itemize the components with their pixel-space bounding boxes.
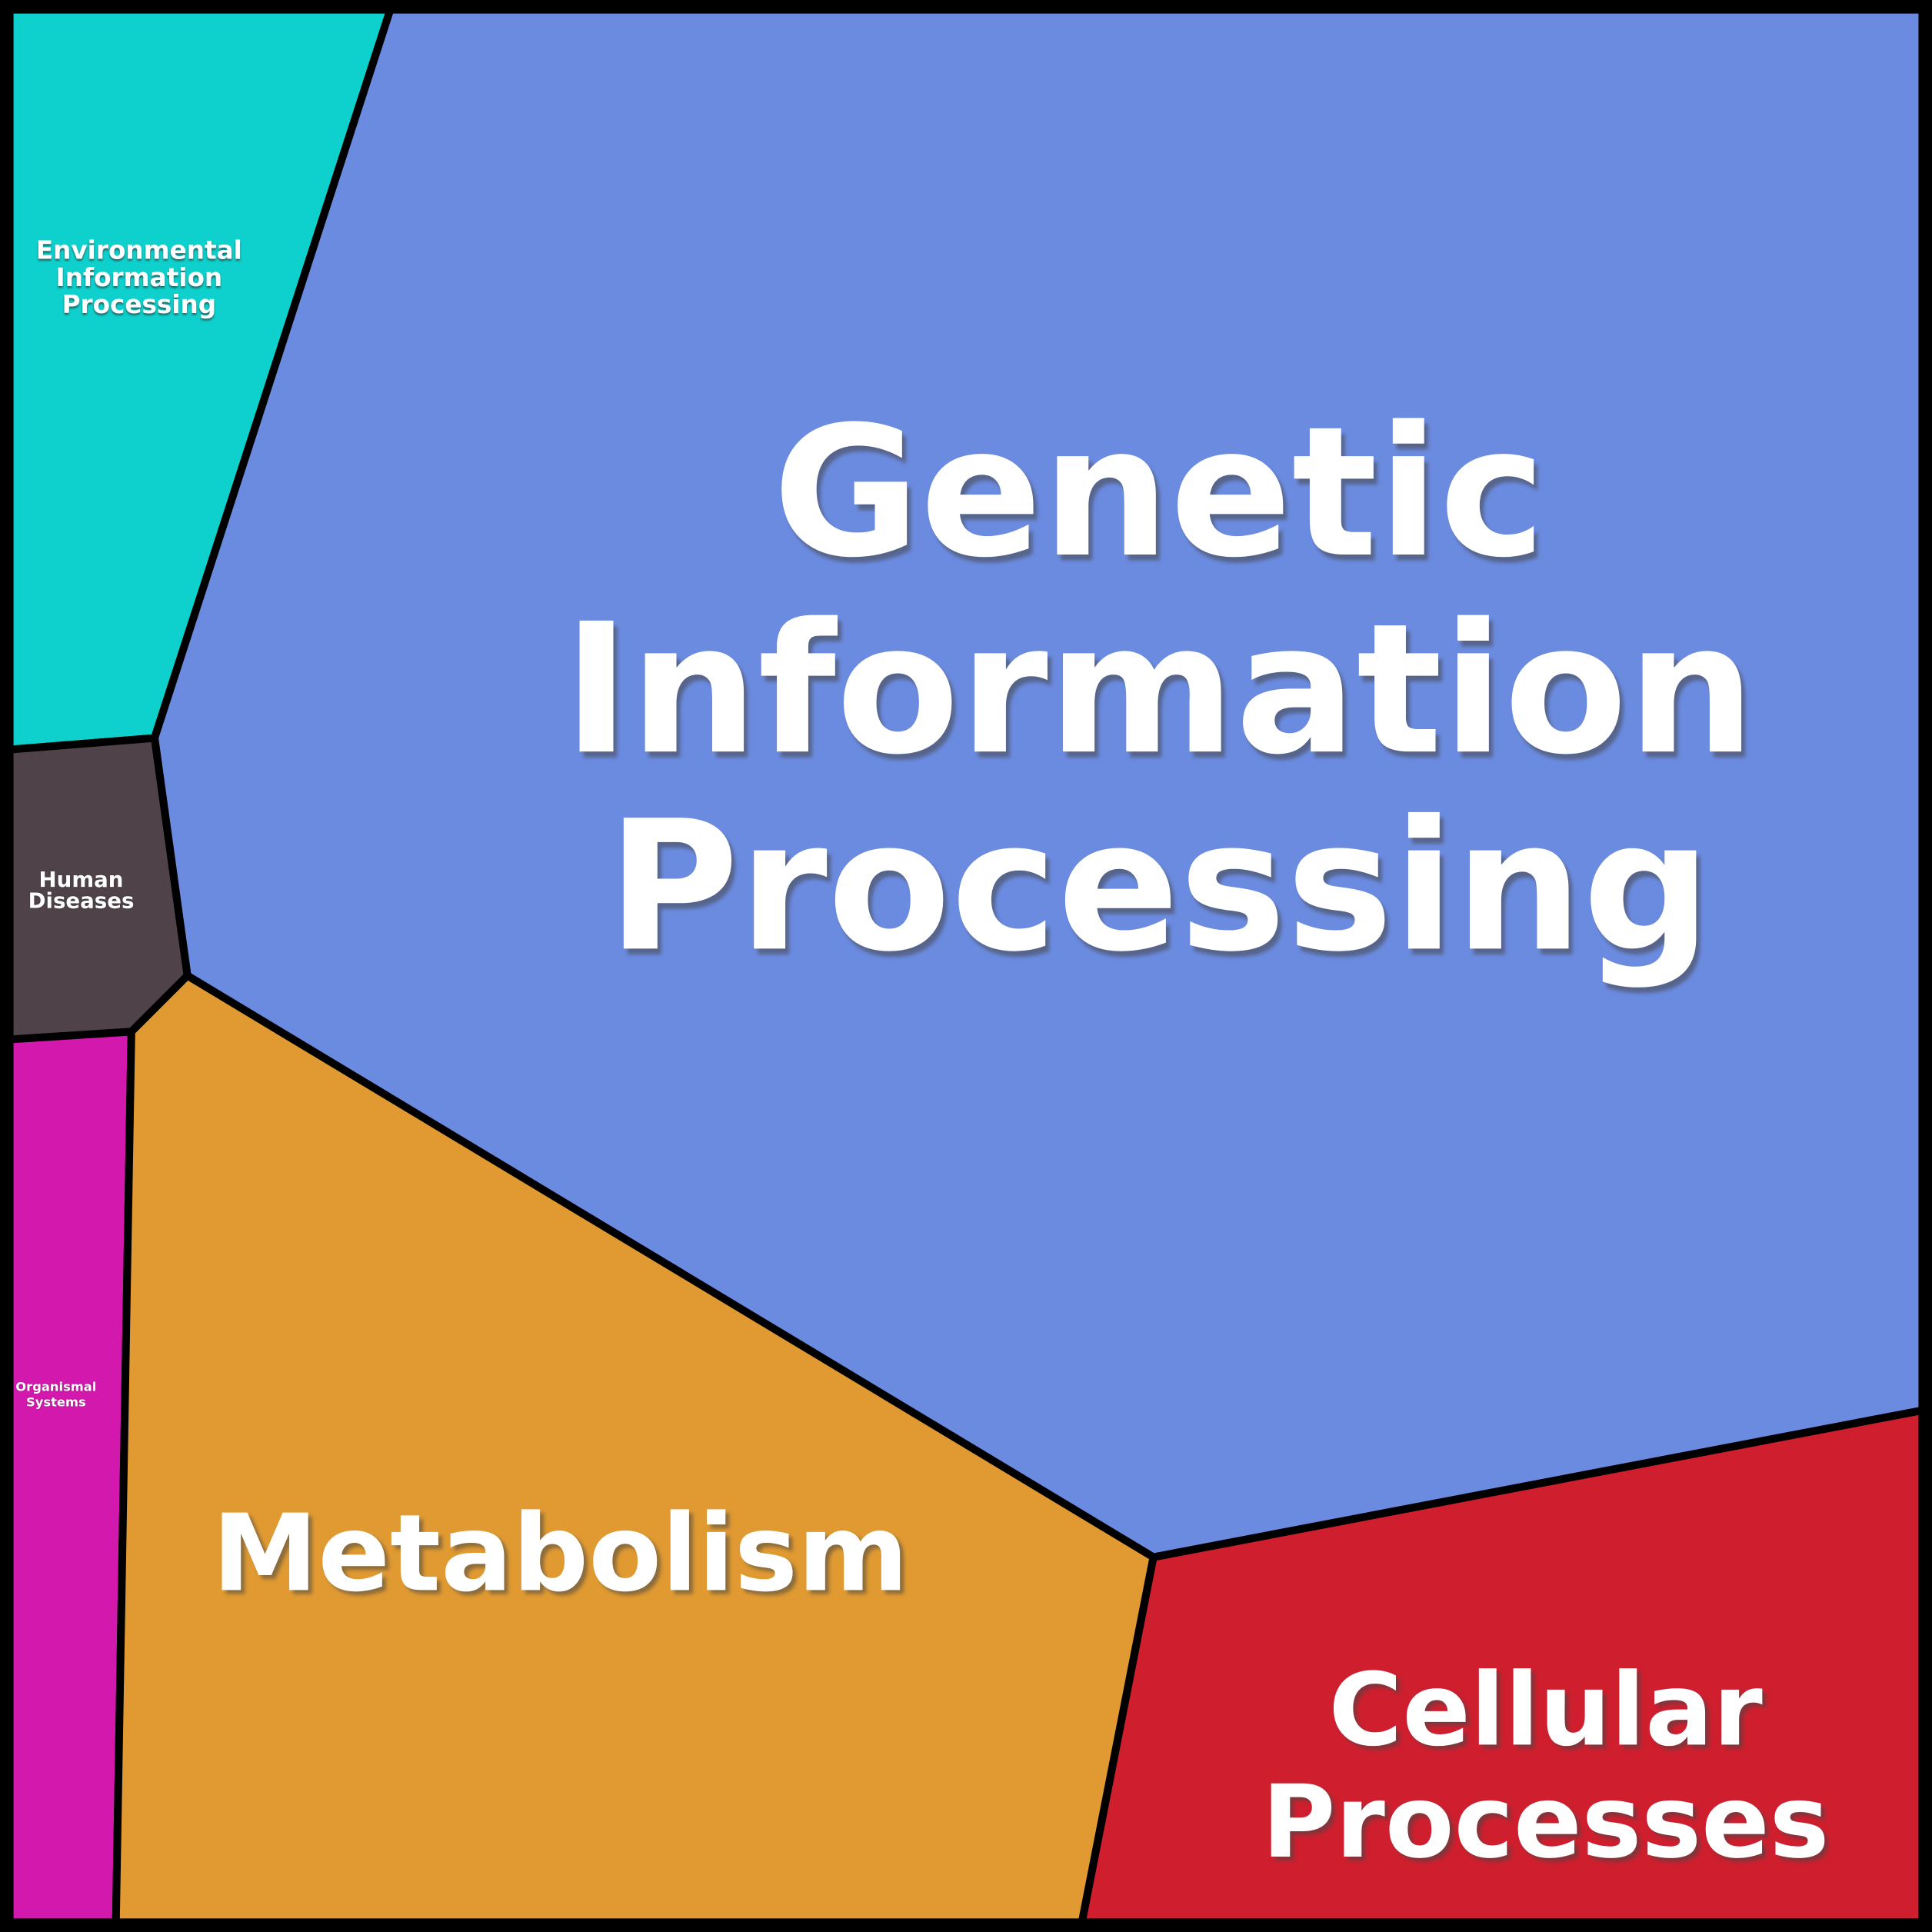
label-genetic-line1: Genetic — [773, 388, 1546, 598]
label-metabolism: Metabolism — [212, 1491, 908, 1615]
label-environmental-line1: Environmental — [36, 236, 242, 265]
label-cellular-processes-line1: Cellular — [1328, 1651, 1763, 1768]
label-genetic-line3: Processing — [607, 782, 1711, 991]
region-organismal-systems — [5, 1028, 135, 1927]
label-environmental-line2: Information — [56, 263, 223, 292]
label-organismal-systems-line2: Systems — [26, 1395, 86, 1410]
label-human-diseases-line1: Human — [39, 867, 124, 892]
label-cellular-processes-line2: Processes — [1262, 1764, 1830, 1880]
label-environmental-line3: Processing — [62, 290, 217, 319]
label-genetic-line2: Information — [563, 585, 1755, 794]
label-organismal-systems-line1: Organismal — [15, 1380, 96, 1394]
label-human-diseases-line2: Diseases — [28, 888, 135, 914]
region-cellular-processes — [1078, 1406, 1927, 1927]
